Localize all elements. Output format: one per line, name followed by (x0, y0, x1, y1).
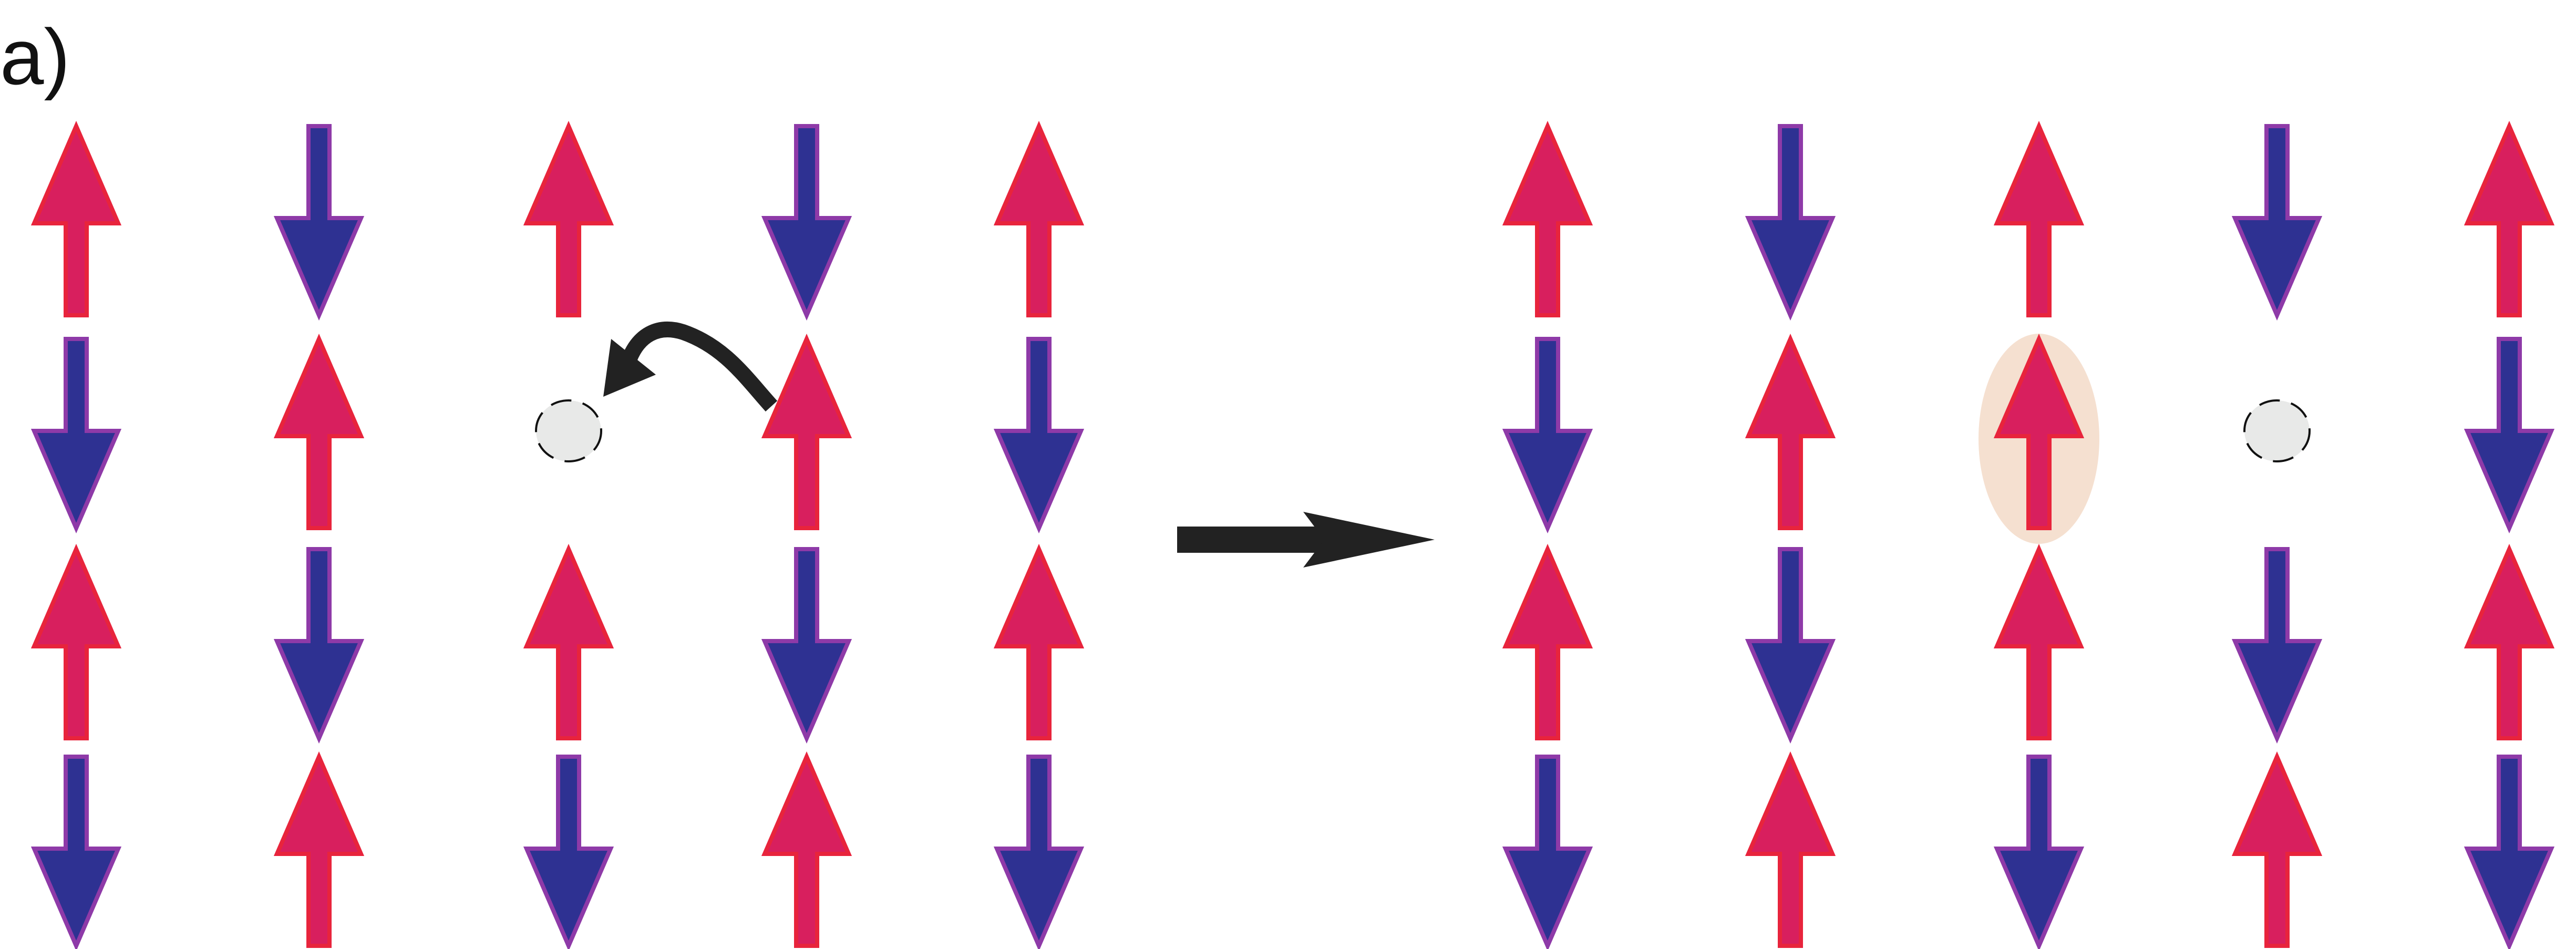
spin-up-arrow-icon (523, 543, 614, 740)
spin-up-arrow-icon (273, 751, 365, 948)
spin-up-arrow-icon (2464, 120, 2555, 317)
spin-down-arrow-icon (993, 755, 1085, 949)
spin-up-arrow-icon (523, 120, 614, 317)
spin-down-arrow-icon (1745, 124, 1836, 321)
spin-down-arrow-icon (30, 337, 122, 534)
lattice-after (1502, 120, 2555, 949)
spin-up-arrow-icon (30, 543, 122, 740)
hop-arrowhead-icon (603, 339, 656, 397)
spin-down-arrow-icon (761, 547, 852, 744)
spin-up-arrow-icon (993, 543, 1085, 740)
spin-up-arrow-icon (30, 120, 122, 317)
curved-hop-arrow-icon (622, 322, 778, 412)
spin-up-arrow-icon (1993, 333, 2085, 530)
right-arrow-icon (1177, 512, 1435, 568)
spin-up-arrow-icon (1502, 120, 1593, 317)
spin-up-arrow-icon (2464, 543, 2555, 740)
spin-down-arrow-icon (1502, 755, 1593, 949)
spin-down-arrow-icon (1502, 337, 1593, 534)
spin-up-arrow-icon (1745, 751, 1836, 948)
spin-down-arrow-icon (1745, 547, 1836, 744)
spin-up-arrow-icon (1502, 543, 1593, 740)
spin-down-arrow-icon (993, 337, 1085, 534)
spin-up-arrow-icon (1745, 333, 1836, 530)
spin-down-arrow-icon (2464, 755, 2555, 949)
vacancy-circle-icon (535, 399, 602, 462)
spin-up-arrow-icon (761, 751, 852, 948)
spin-up-arrow-icon (761, 333, 852, 530)
spin-down-arrow-icon (523, 755, 614, 949)
spin-down-arrow-icon (2464, 337, 2555, 534)
lattice-before (30, 120, 1085, 949)
spin-down-arrow-icon (1993, 755, 2085, 949)
spin-down-arrow-icon (761, 124, 852, 321)
spin-down-arrow-icon (30, 755, 122, 949)
spin-down-arrow-icon (273, 547, 365, 744)
spin-up-arrow-icon (1993, 120, 2085, 317)
spin-up-arrow-icon (993, 120, 1085, 317)
spin-up-arrow-icon (1993, 543, 2085, 740)
spin-down-arrow-icon (2231, 124, 2323, 321)
panel-label: a) (0, 13, 70, 101)
vacancy-circle-icon (2243, 399, 2311, 462)
spin-down-arrow-icon (273, 124, 365, 321)
spin-up-arrow-icon (273, 333, 365, 530)
spin-up-arrow-icon (2231, 751, 2323, 948)
spin-down-arrow-icon (2231, 547, 2323, 744)
